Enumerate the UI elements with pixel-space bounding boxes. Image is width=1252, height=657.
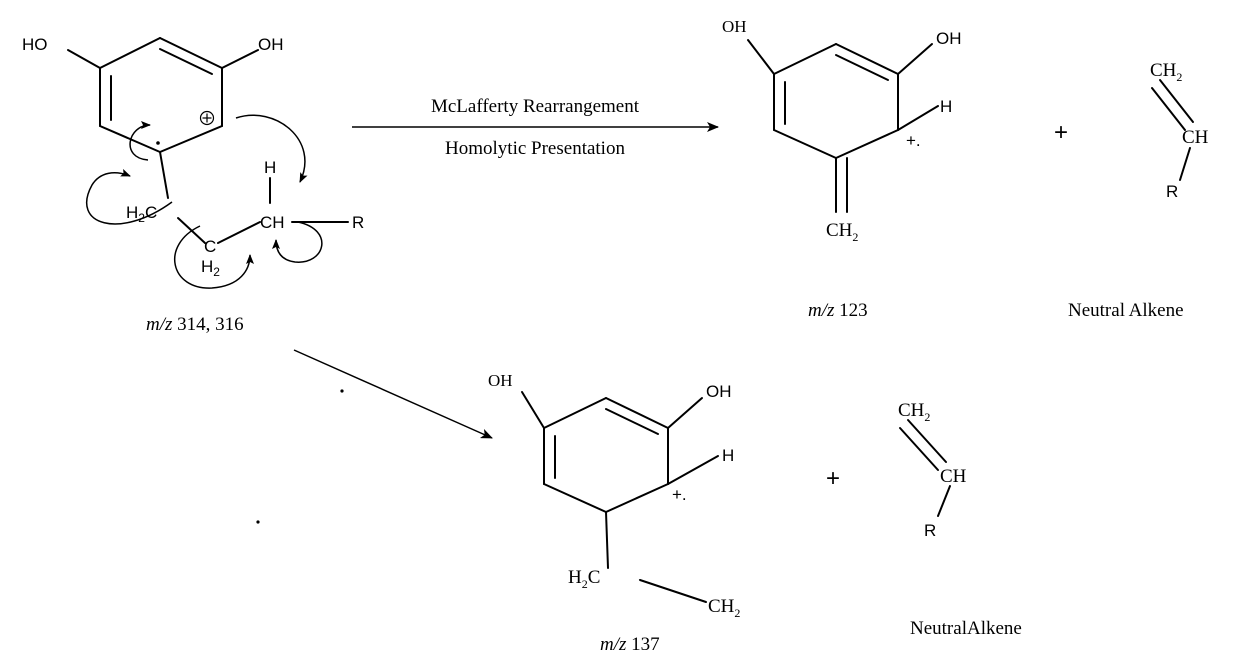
hydrogen-label: H [722,446,734,465]
reaction-arrow-top: McLafferty Rearrangement Homolytic Prese… [352,96,719,159]
hydroxyl-label: OH [258,35,284,54]
methine-label: CH [940,466,967,487]
hydroxyl-label: OH [722,17,747,36]
hydroxyl-label: OH [936,29,962,48]
neutral-alkene-caption: NeutralAlkene [910,618,1022,639]
stray-dot [256,520,260,524]
methylene-h2-label: H2 [201,257,220,279]
electron-arrow [129,121,151,161]
electron-arrow [272,221,323,263]
r-group-label: R [1166,182,1178,201]
electron-arrow [235,114,308,183]
parent-molecule: HO OH H2C C H2 H CH R m/z 314, 316 [22,35,364,335]
electron-arrow [173,225,254,289]
methine-label: CH [260,213,285,232]
r-group-label: R [924,521,936,540]
hydroxyl-label: HO [22,35,48,54]
product-mz-123: OH OH H +. CH2 m/z 123 [722,17,962,321]
carbon-label: C [204,237,216,256]
product-137-mz-caption: m/z 137 [600,634,660,655]
neutral-alkene-caption: Neutral Alkene [1068,300,1184,321]
methylene-label: CH2 [708,596,740,620]
methylene-label: CH2 [898,400,930,424]
r-group-label: R [352,213,364,232]
parent-mz-caption: m/z 314, 316 [146,314,244,335]
neutral-alkene-top: CH2 CH R Neutral Alkene [1068,60,1209,321]
radical-cation-label: +. [672,485,687,504]
plus-sign: + [826,465,840,492]
reaction-arrow-bottom [256,349,493,524]
product-mz-137: OH OH H +. H2C CH2 m/z 137 [488,371,740,655]
hydroxyl-label: OH [706,382,732,401]
radical-cation-label: +. [906,131,921,150]
hydrogen-label: H [940,97,952,116]
reaction-condition: Homolytic Presentation [445,138,625,159]
methine-label: CH [1182,127,1209,148]
reaction-condition: McLafferty Rearrangement [431,96,640,117]
hydroxyl-label: OH [488,371,513,390]
methylene-label: H2C [568,567,600,591]
hydrogen-label: H [264,158,276,177]
product-123-mz-caption: m/z 123 [808,300,868,321]
methylene-label: H2C [126,203,157,225]
stray-dot [340,389,344,393]
methylene-label: CH2 [1150,60,1182,84]
methylene-label: CH2 [826,220,858,244]
neutral-alkene-bottom: CH2 CH R NeutralAlkene [898,400,1022,639]
plus-sign: + [1054,119,1068,146]
electron-arrow [85,168,173,225]
